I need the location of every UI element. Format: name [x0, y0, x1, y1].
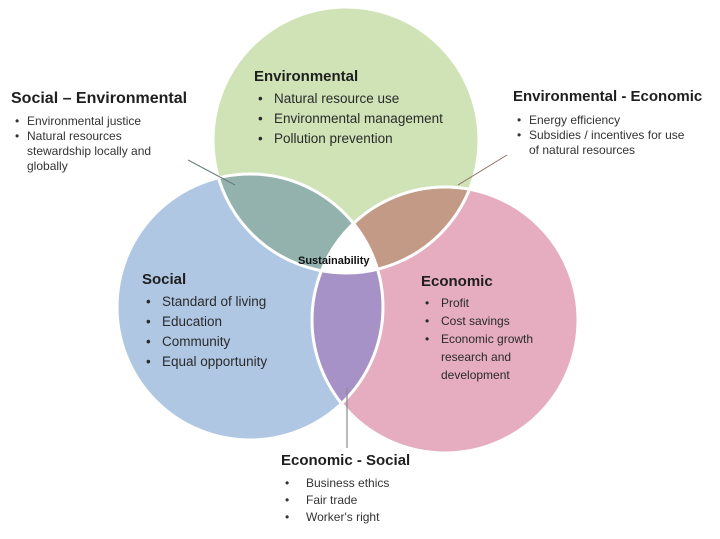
- list-item: Cost savings: [421, 312, 556, 330]
- environmental-economic-title: Environmental - Economic: [513, 88, 703, 105]
- economic-social-title: Economic - Social: [281, 452, 411, 469]
- social-environmental-block: Social – Environmental Environmental jus…: [11, 90, 211, 174]
- environmental-economic-block: Environmental - Economic Energy efficien…: [513, 88, 718, 158]
- list-item: Natural resource use: [254, 89, 443, 109]
- leader-line-environmental-economic: [457, 154, 508, 186]
- sustainability-label: Sustainability: [298, 255, 370, 267]
- list-item: Subsidies / incentives for use of natura…: [513, 128, 694, 158]
- social-environmental-overlap: [213, 174, 383, 273]
- list-item: Environmental management: [254, 109, 443, 129]
- environmental-economic-overlap: [312, 187, 479, 273]
- list-item: Business ethics: [281, 475, 410, 492]
- social-environmental-title: Social – Environmental: [11, 90, 188, 107]
- list-item: Community: [142, 332, 267, 352]
- list-item: Education: [142, 312, 267, 332]
- list-item: Fair trade: [281, 492, 410, 509]
- list-item: Natural resources stewardship locally an…: [11, 129, 177, 174]
- list-item: Pollution prevention: [254, 129, 443, 149]
- list-item: Economic growth research and development: [421, 330, 556, 384]
- environmental-block: Environmental Natural resource use Envir…: [254, 68, 443, 149]
- economic-title: Economic: [421, 273, 493, 290]
- list-item: Standard of living: [142, 292, 267, 312]
- list-item: Worker's right: [281, 509, 410, 526]
- social-block: Social Standard of living Education Comm…: [142, 271, 267, 372]
- list-item: Environmental justice: [11, 114, 211, 129]
- list-item: Profit: [421, 294, 556, 312]
- list-item: Energy efficiency: [513, 113, 718, 128]
- environmental-title: Environmental: [254, 68, 359, 85]
- social-title: Social: [142, 271, 187, 288]
- economic-block: Economic Profit Cost savings Economic gr…: [421, 273, 556, 384]
- leader-line-social-environmental: [187, 159, 236, 186]
- list-item: Equal opportunity: [142, 352, 267, 372]
- economic-social-block: Economic - Social Business ethics Fair t…: [281, 452, 410, 526]
